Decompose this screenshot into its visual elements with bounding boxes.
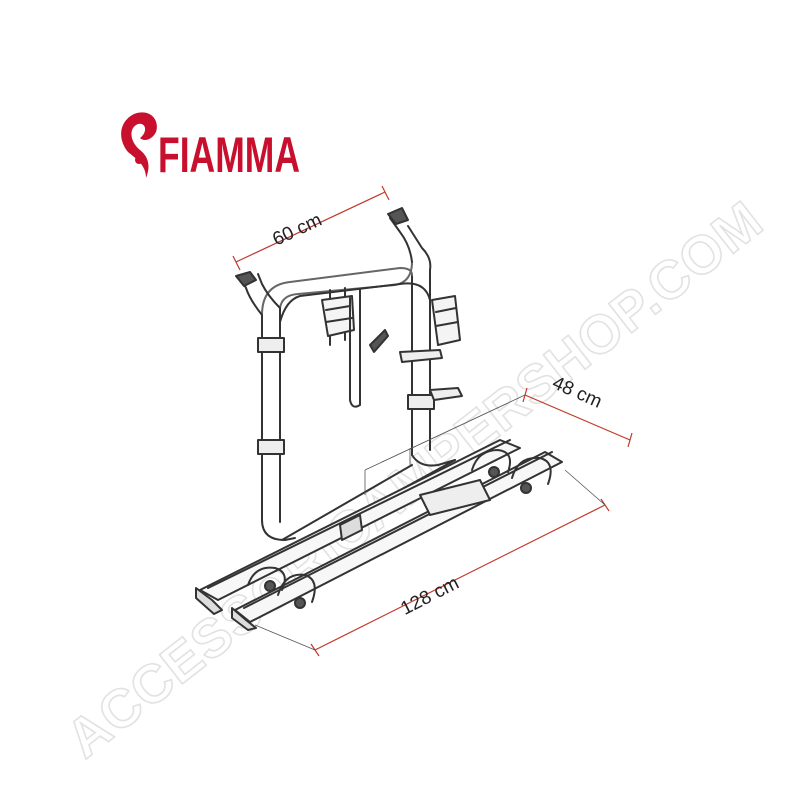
- brand-name: FIAMMA: [158, 127, 300, 183]
- dim-128-line: [314, 504, 606, 651]
- watermark-text: ACCESSORICAMPERSHOP.COM: [55, 190, 774, 770]
- brand-logo: FIAMMA: [121, 112, 300, 183]
- dimension-lines: [232, 185, 633, 657]
- dim-60-line: [235, 191, 386, 263]
- dim-width-label: 60 cm: [269, 210, 325, 251]
- flame-icon: [121, 112, 157, 178]
- watermark: ACCESSORICAMPERSHOP.COM: [55, 189, 775, 771]
- bike-carrier-icon: [195, 207, 563, 631]
- dim-48-line: [524, 394, 631, 441]
- dim-length-label: 128 cm: [397, 573, 462, 620]
